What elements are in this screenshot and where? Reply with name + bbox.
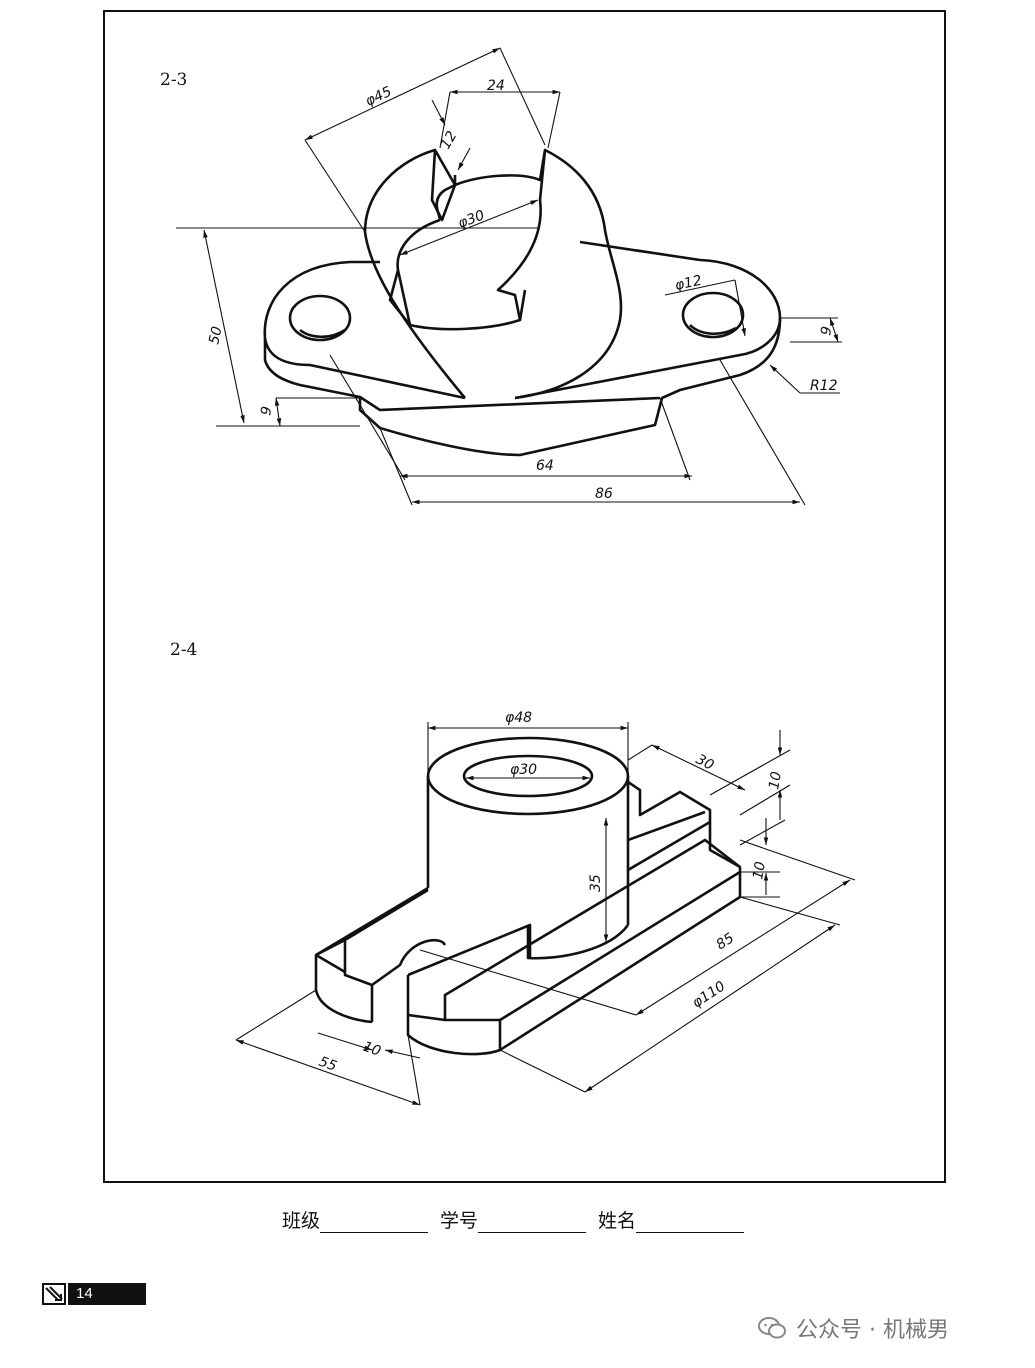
- student-no-field[interactable]: [478, 1210, 587, 1233]
- dim-2-4-h10-top: 10: [766, 770, 785, 790]
- dim-2-3-h9-right: 9: [818, 325, 835, 337]
- class-field[interactable]: [320, 1210, 429, 1233]
- dim-2-4-w55: 55: [317, 1054, 339, 1075]
- exercise-label-2-4: 2-4: [170, 640, 198, 660]
- watermark: 公众号 · 机械男: [758, 1312, 949, 1344]
- watermark-text: 公众号 · 机械男: [796, 1318, 949, 1343]
- dim-2-3-h50: 50: [206, 325, 225, 346]
- page-number: 14: [68, 1283, 146, 1305]
- dim-2-4-w10: 10: [361, 1039, 383, 1060]
- wechat-icon: [758, 1317, 786, 1339]
- dim-2-3-l64: 64: [536, 458, 554, 474]
- dim-2-4-l85: 85: [713, 930, 737, 953]
- dim-2-3-w24: 24: [487, 78, 505, 94]
- class-label: 班级: [282, 1210, 321, 1232]
- dim-2-4-d30: φ30: [510, 762, 537, 778]
- student-info-footer: 班级 学号 姓名: [282, 1206, 756, 1233]
- page-number-badge: 14: [42, 1283, 146, 1305]
- dim-2-4-h10-mid: 10: [750, 860, 769, 880]
- dim-2-3-r12: R12: [810, 378, 838, 394]
- exercise-label-2-3: 2-3: [160, 70, 188, 90]
- student-no-label: 学号: [440, 1210, 479, 1232]
- part-2-3-outline: [263, 148, 782, 457]
- dim-2-3-d12: φ12: [674, 273, 704, 294]
- publisher-logo-icon: [42, 1283, 66, 1305]
- dim-2-3-h9-left: 9: [258, 405, 275, 417]
- dim-2-3-w12: 12: [438, 128, 461, 152]
- dim-2-4-w30: 30: [693, 751, 716, 774]
- part-2-4-dimension-lines: [235, 722, 856, 1106]
- name-field[interactable]: [636, 1210, 745, 1233]
- name-label: 姓名: [598, 1210, 637, 1232]
- part-2-4-outline: [314, 736, 742, 1056]
- dim-2-3-l86: 86: [595, 486, 613, 502]
- dim-2-4-d48: φ48: [505, 710, 532, 726]
- dim-2-4-h35: 35: [588, 874, 604, 892]
- dim-2-4-d110: φ110: [689, 978, 728, 1011]
- drawing-frame: [103, 10, 946, 1183]
- part-2-3-dimension-lines: [176, 47, 842, 506]
